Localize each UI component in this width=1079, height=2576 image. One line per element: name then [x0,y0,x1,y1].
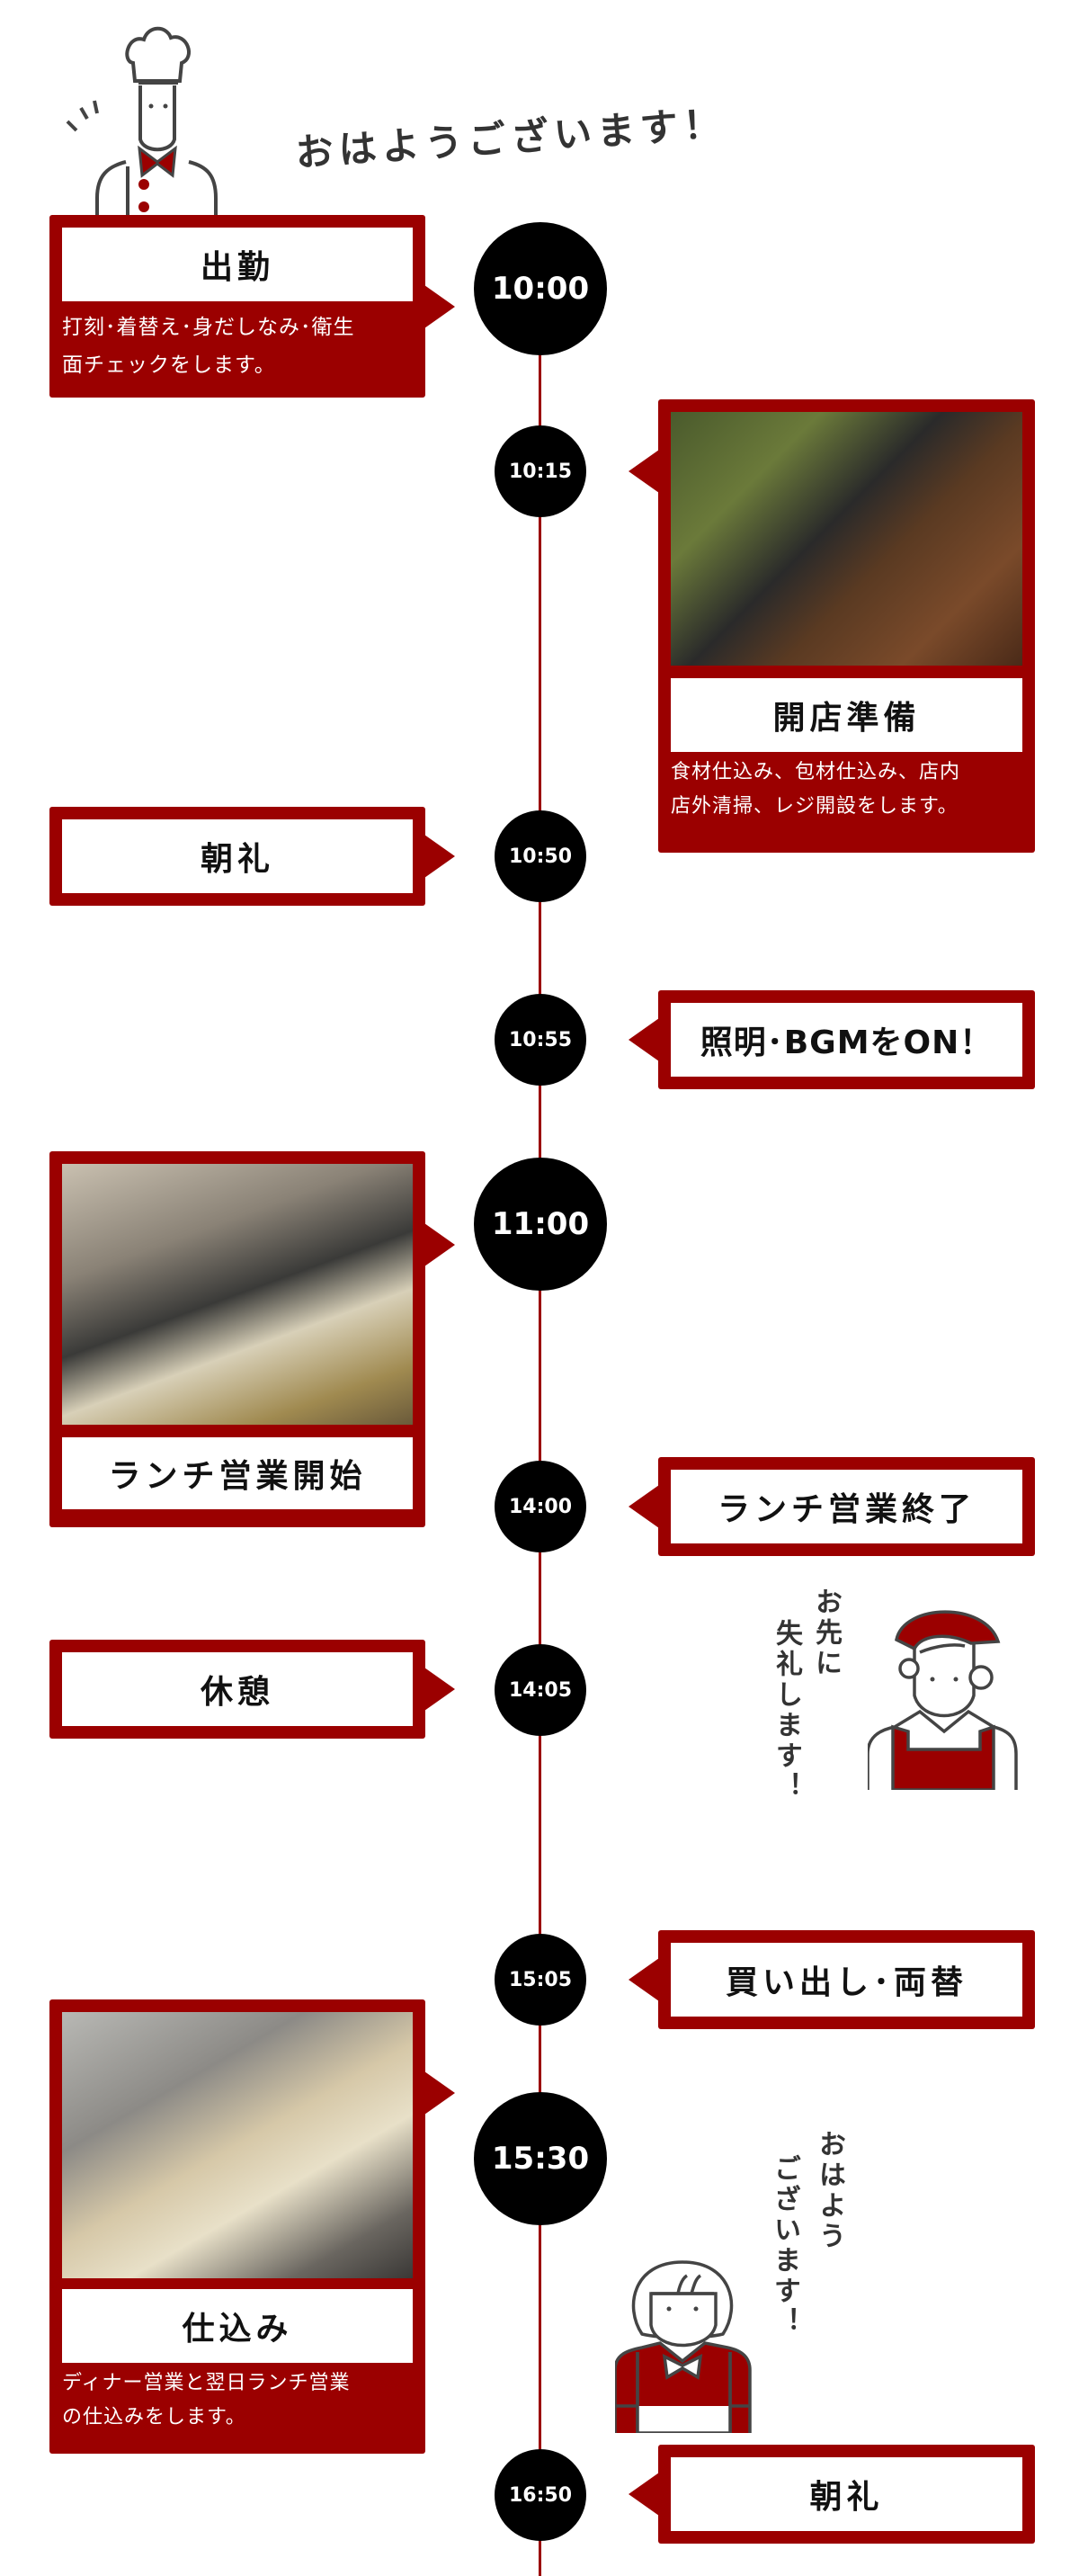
timeline-card-chorei: 朝礼 [49,807,455,906]
card-title: 朝礼 [671,2457,1022,2531]
timeline-card-chorei-evening: 朝礼 [629,2445,1035,2544]
time-circle: 15:30 [474,2092,607,2225]
waitress-leaving-illustration [868,1610,1018,1790]
timeline-card-break: 休憩 [49,1640,455,1739]
time-circle: 14:05 [495,1644,586,1736]
timeline-card-prep: 仕込み ディナー営業と翌日ランチ営業の仕込みをします。 [49,1999,455,2454]
time-circle: 10:15 [495,425,586,517]
timeline-card-kaiten-junbi: 開店準備 食材仕込み、包材仕込み、店内店外清掃、レジ開設をします。 [629,399,1035,853]
card-description: 食材仕込み、包材仕込み、店内店外清掃、レジ開設をします。 [671,761,961,818]
card-title: 仕込み [62,2289,413,2363]
timeline-card-lunch-start: ランチ営業開始 [49,1151,455,1527]
card-title: ランチ営業終了 [671,1470,1022,1543]
card-title: 照明･BGMをON！ [671,1003,1022,1077]
timeline-line [539,342,541,2576]
time-circle: 10:55 [495,994,586,1086]
timeline-card-lunch-end: ランチ営業終了 [629,1457,1035,1556]
kitchen-photo [62,1164,413,1425]
time-circle: 10:50 [495,810,586,902]
speech-morning-2: ございます！ [769,2154,800,2338]
wiping-table-photo [671,412,1022,666]
card-title: 休憩 [62,1652,413,1726]
time-circle: 16:50 [495,2449,586,2541]
time-circle: 10:00 [474,222,607,355]
card-description: ディナー営業と翌日ランチ営業の仕込みをします。 [62,2372,351,2428]
timeline-card-lights-bgm: 照明･BGMをON！ [629,990,1035,1089]
chef-illustration [66,26,218,216]
cutting-onion-photo [62,2012,413,2278]
time-circle: 15:05 [495,1934,586,2026]
card-title: ランチ営業開始 [62,1437,413,1509]
timeline-card-shukkin: 出勤 打刻･着替え･身だしなみ･衛生面チェックをします。 [49,215,455,398]
speech-morning-1: おはよう [814,2130,845,2252]
card-title: 朝礼 [62,819,413,893]
time-circle: 11:00 [474,1158,607,1291]
card-description: 打刻･着替え･身だしなみ･衛生面チェックをします。 [62,316,355,377]
speech-leaving-2: 失礼します！ [771,1619,802,1802]
speech-leaving-1: お先に [810,1588,842,1679]
waitress-morning-illustration [615,2260,752,2433]
timeline-card-shopping-exchange: 買い出し･両替 [629,1930,1035,2029]
card-title: 開店準備 [671,678,1022,752]
card-title: 出勤 [62,228,413,301]
greeting-text: おはようございます！ [294,101,728,175]
time-circle: 14:00 [495,1461,586,1552]
card-title: 買い出し･両替 [671,1943,1022,2017]
